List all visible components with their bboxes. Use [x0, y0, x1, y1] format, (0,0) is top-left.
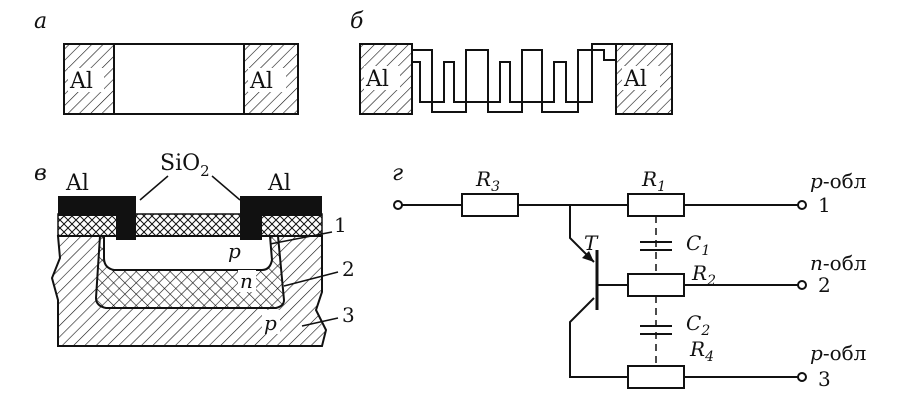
panel-b-letter: б — [350, 9, 364, 34]
resistor-r3 — [461, 193, 519, 217]
emitter-arrow-icon — [582, 251, 594, 262]
panel-v-letter: в — [34, 161, 47, 186]
pad-label-bg-right-a — [248, 68, 286, 92]
terminal-1-region-label: p-обл — [810, 169, 866, 193]
p-label-bg — [226, 242, 242, 262]
region-p-top-label: p — [228, 239, 241, 263]
c2-label: C2 — [686, 311, 710, 339]
r4-label: R4 — [689, 337, 714, 365]
terminal-2 — [797, 280, 807, 290]
r2-label: R2 — [691, 261, 716, 289]
sio2-label: SiO2 — [160, 151, 210, 180]
transistor-collector — [569, 297, 628, 378]
sio2-leader-right — [211, 175, 241, 201]
transistor-label: T — [584, 231, 599, 255]
panel-b: б Al Al — [350, 9, 673, 115]
n-label-bg — [238, 270, 256, 292]
al-label-left-a: Al — [69, 69, 93, 94]
al-label-left-b: Al — [365, 67, 389, 92]
input-terminal — [393, 200, 403, 210]
al-contact-left — [58, 196, 136, 240]
oxide-layer — [57, 213, 323, 237]
terminal-3-number: 3 — [818, 367, 831, 391]
pad-label-bg-left-b — [364, 66, 400, 90]
terminal-3 — [797, 372, 807, 382]
p-region-top — [103, 235, 274, 271]
callout-1: 1 — [334, 213, 347, 237]
region-n-label: n — [240, 269, 253, 293]
panel-a-letter: а — [34, 9, 47, 34]
panel-g: г R3 R1 C1 R2 C2 R4 T p-об — [392, 161, 866, 391]
resistor-r1 — [627, 193, 685, 217]
terminal-1 — [797, 200, 807, 210]
c1-label: C1 — [686, 231, 710, 259]
callout-1-leader — [269, 231, 333, 245]
al-label-right-v: Al — [267, 171, 291, 196]
capacitor-c2 — [640, 325, 672, 335]
region-p-sub-label: p — [264, 311, 277, 335]
al-label-right-a: Al — [249, 69, 273, 94]
r1-label: R1 — [641, 167, 666, 195]
callout-3: 3 — [342, 303, 355, 327]
r3-label: R3 — [475, 167, 500, 195]
callout-2: 2 — [342, 257, 355, 281]
al-label-left-v: Al — [65, 171, 89, 196]
terminal-1-number: 1 — [818, 193, 831, 217]
resistor-r2 — [627, 273, 685, 297]
panel-v: в Al Al SiO2 p n p 1 2 3 — [34, 151, 355, 347]
terminal-2-number: 2 — [818, 273, 831, 297]
panel-a: а Al Al — [34, 9, 299, 115]
pad-label-bg-left-a — [68, 68, 104, 92]
panel-g-letter: г — [392, 161, 403, 186]
meander-inner — [412, 43, 616, 103]
callout-2-leader — [283, 271, 339, 287]
terminal-3-region-label: p-обл — [810, 341, 866, 365]
callout-3-leader — [301, 317, 339, 327]
sio2-leader-left — [139, 175, 169, 201]
terminal-2-region-label: n-обл — [810, 251, 866, 275]
al-contact-right — [240, 196, 322, 240]
capacitor-c1 — [640, 241, 672, 251]
resistor-r4 — [627, 365, 685, 389]
p-sub-label-bg — [262, 310, 280, 334]
pad-label-bg-right-b — [622, 66, 660, 90]
al-label-right-b: Al — [623, 67, 647, 92]
